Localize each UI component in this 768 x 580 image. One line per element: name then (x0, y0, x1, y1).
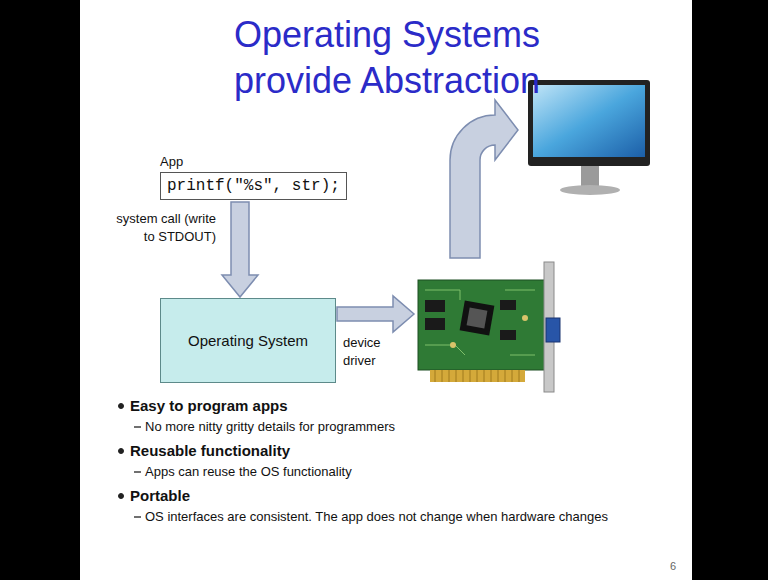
monitor (528, 80, 650, 195)
slide-border (692, 0, 768, 580)
node-heading: App (160, 154, 347, 169)
edge-label: system call (write to STDOUT) (104, 210, 216, 245)
bullet-heading: Reusable functionality (130, 441, 290, 461)
code-node: App printf("%s", str); (160, 154, 347, 200)
bullet-text: No more nitty gritty details for program… (145, 418, 395, 436)
process-box: Operating System (160, 298, 336, 383)
bullet-text: Apps can reuse the OS functionality (145, 463, 352, 481)
bullet-text: OS interfaces are consistent. The app do… (145, 508, 625, 526)
display-arrow (450, 100, 518, 258)
code-box: printf("%s", str); (160, 172, 347, 200)
slide-border (0, 0, 80, 580)
bullet-heading: Portable (130, 486, 190, 506)
system-call-arrow (222, 202, 258, 297)
driver-arrow (337, 296, 414, 332)
slide-title: Operating Systems provide Abstraction (187, 12, 587, 104)
driver-label: device driver (343, 334, 395, 369)
os-label: Operating System (188, 332, 308, 349)
graphics-card (418, 262, 560, 392)
slide-number: 6 (670, 559, 676, 574)
bullet-heading: Easy to program apps (130, 396, 288, 416)
